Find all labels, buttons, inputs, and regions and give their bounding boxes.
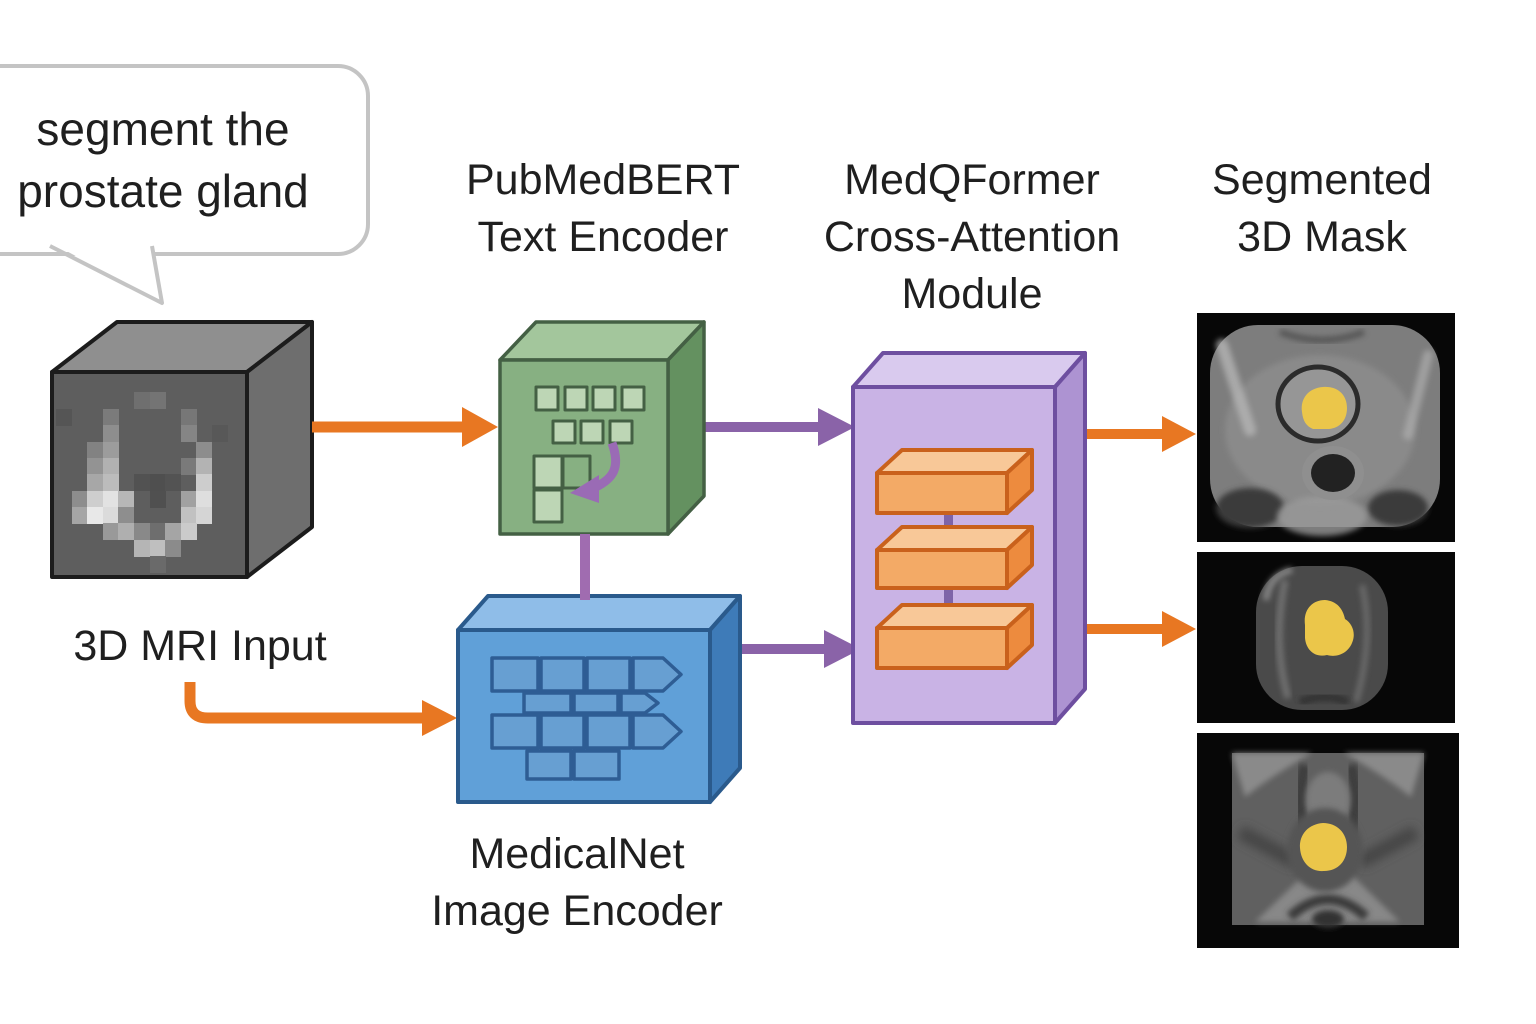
qformer-box	[851, 351, 1087, 725]
qformer-title: MedQFormer Cross-Attention Module	[792, 152, 1152, 323]
arrow-image-encoder-to-qformer	[742, 630, 861, 668]
image-encoder-box	[456, 594, 742, 804]
prompt-text-line2: prostate gland	[17, 165, 309, 217]
embedding-curved-arrow-icon	[570, 441, 621, 503]
arrowhead-icon	[824, 630, 861, 668]
arrowhead-icon	[818, 408, 855, 446]
text-encoder-title-line2: Text Encoder	[477, 213, 729, 261]
qformer-right-face	[1053, 351, 1087, 725]
prompt-speech-bubble: segment the prostate gland	[0, 64, 370, 256]
image-encoder-title-line2: Image Encoder	[431, 887, 723, 935]
qformer-title-line2: Cross-Attention	[823, 213, 1121, 261]
prompt-text-line1: segment the	[36, 103, 290, 155]
prostate-mask	[1301, 386, 1347, 429]
arrow-text-encoder-to-qformer	[700, 408, 855, 446]
arrowhead-icon	[1162, 416, 1196, 452]
input-label: 3D MRI Input	[73, 622, 327, 670]
segmented-mask-slice-3	[1197, 733, 1459, 948]
arrowhead-icon	[462, 407, 498, 447]
arrow-input-to-image-encoder	[184, 682, 457, 736]
text-encoder-box	[498, 320, 706, 536]
feature-map-bricks	[490, 656, 683, 781]
query-slab	[875, 525, 1034, 590]
prostate-mask	[1299, 823, 1347, 872]
cube-mri-pixels	[56, 392, 228, 573]
text-encoder-title-line1: PubMedBERT	[465, 156, 741, 204]
text-encoder-right-face	[666, 320, 706, 536]
qformer-top-face	[851, 351, 1087, 389]
segmented-mask-slice-1	[1197, 313, 1455, 542]
prostate-mask	[1304, 600, 1354, 656]
arrowhead-icon	[1162, 611, 1196, 647]
output-title: Segmented 3D Mask	[1162, 152, 1482, 266]
qformer-title-line1: MedQFormer	[844, 156, 1100, 204]
query-slab	[875, 448, 1034, 515]
image-encoder-right-face	[708, 594, 742, 804]
output-title-line2: 3D Mask	[1237, 213, 1407, 261]
arrow-qformer-to-mask-1	[1087, 416, 1196, 452]
segmented-mask-slice-2	[1197, 552, 1455, 723]
token-squares	[532, 385, 646, 524]
output-title-line1: Segmented	[1212, 156, 1432, 204]
mri-input-cube	[50, 320, 314, 579]
connector-text-to-image-encoder	[580, 534, 590, 600]
arrow-input-to-text-encoder	[312, 407, 498, 447]
qformer-title-line3: Module	[901, 270, 1043, 318]
query-slab	[875, 603, 1034, 670]
text-encoder-title: PubMedBERT Text Encoder	[433, 152, 773, 266]
arrowhead-icon	[422, 700, 457, 736]
image-encoder-title: MedicalNet Image Encoder	[407, 826, 747, 940]
image-encoder-title-line1: MedicalNet	[469, 830, 685, 878]
arrow-qformer-to-mask-2	[1087, 611, 1196, 647]
image-encoder-top-face	[456, 594, 742, 632]
